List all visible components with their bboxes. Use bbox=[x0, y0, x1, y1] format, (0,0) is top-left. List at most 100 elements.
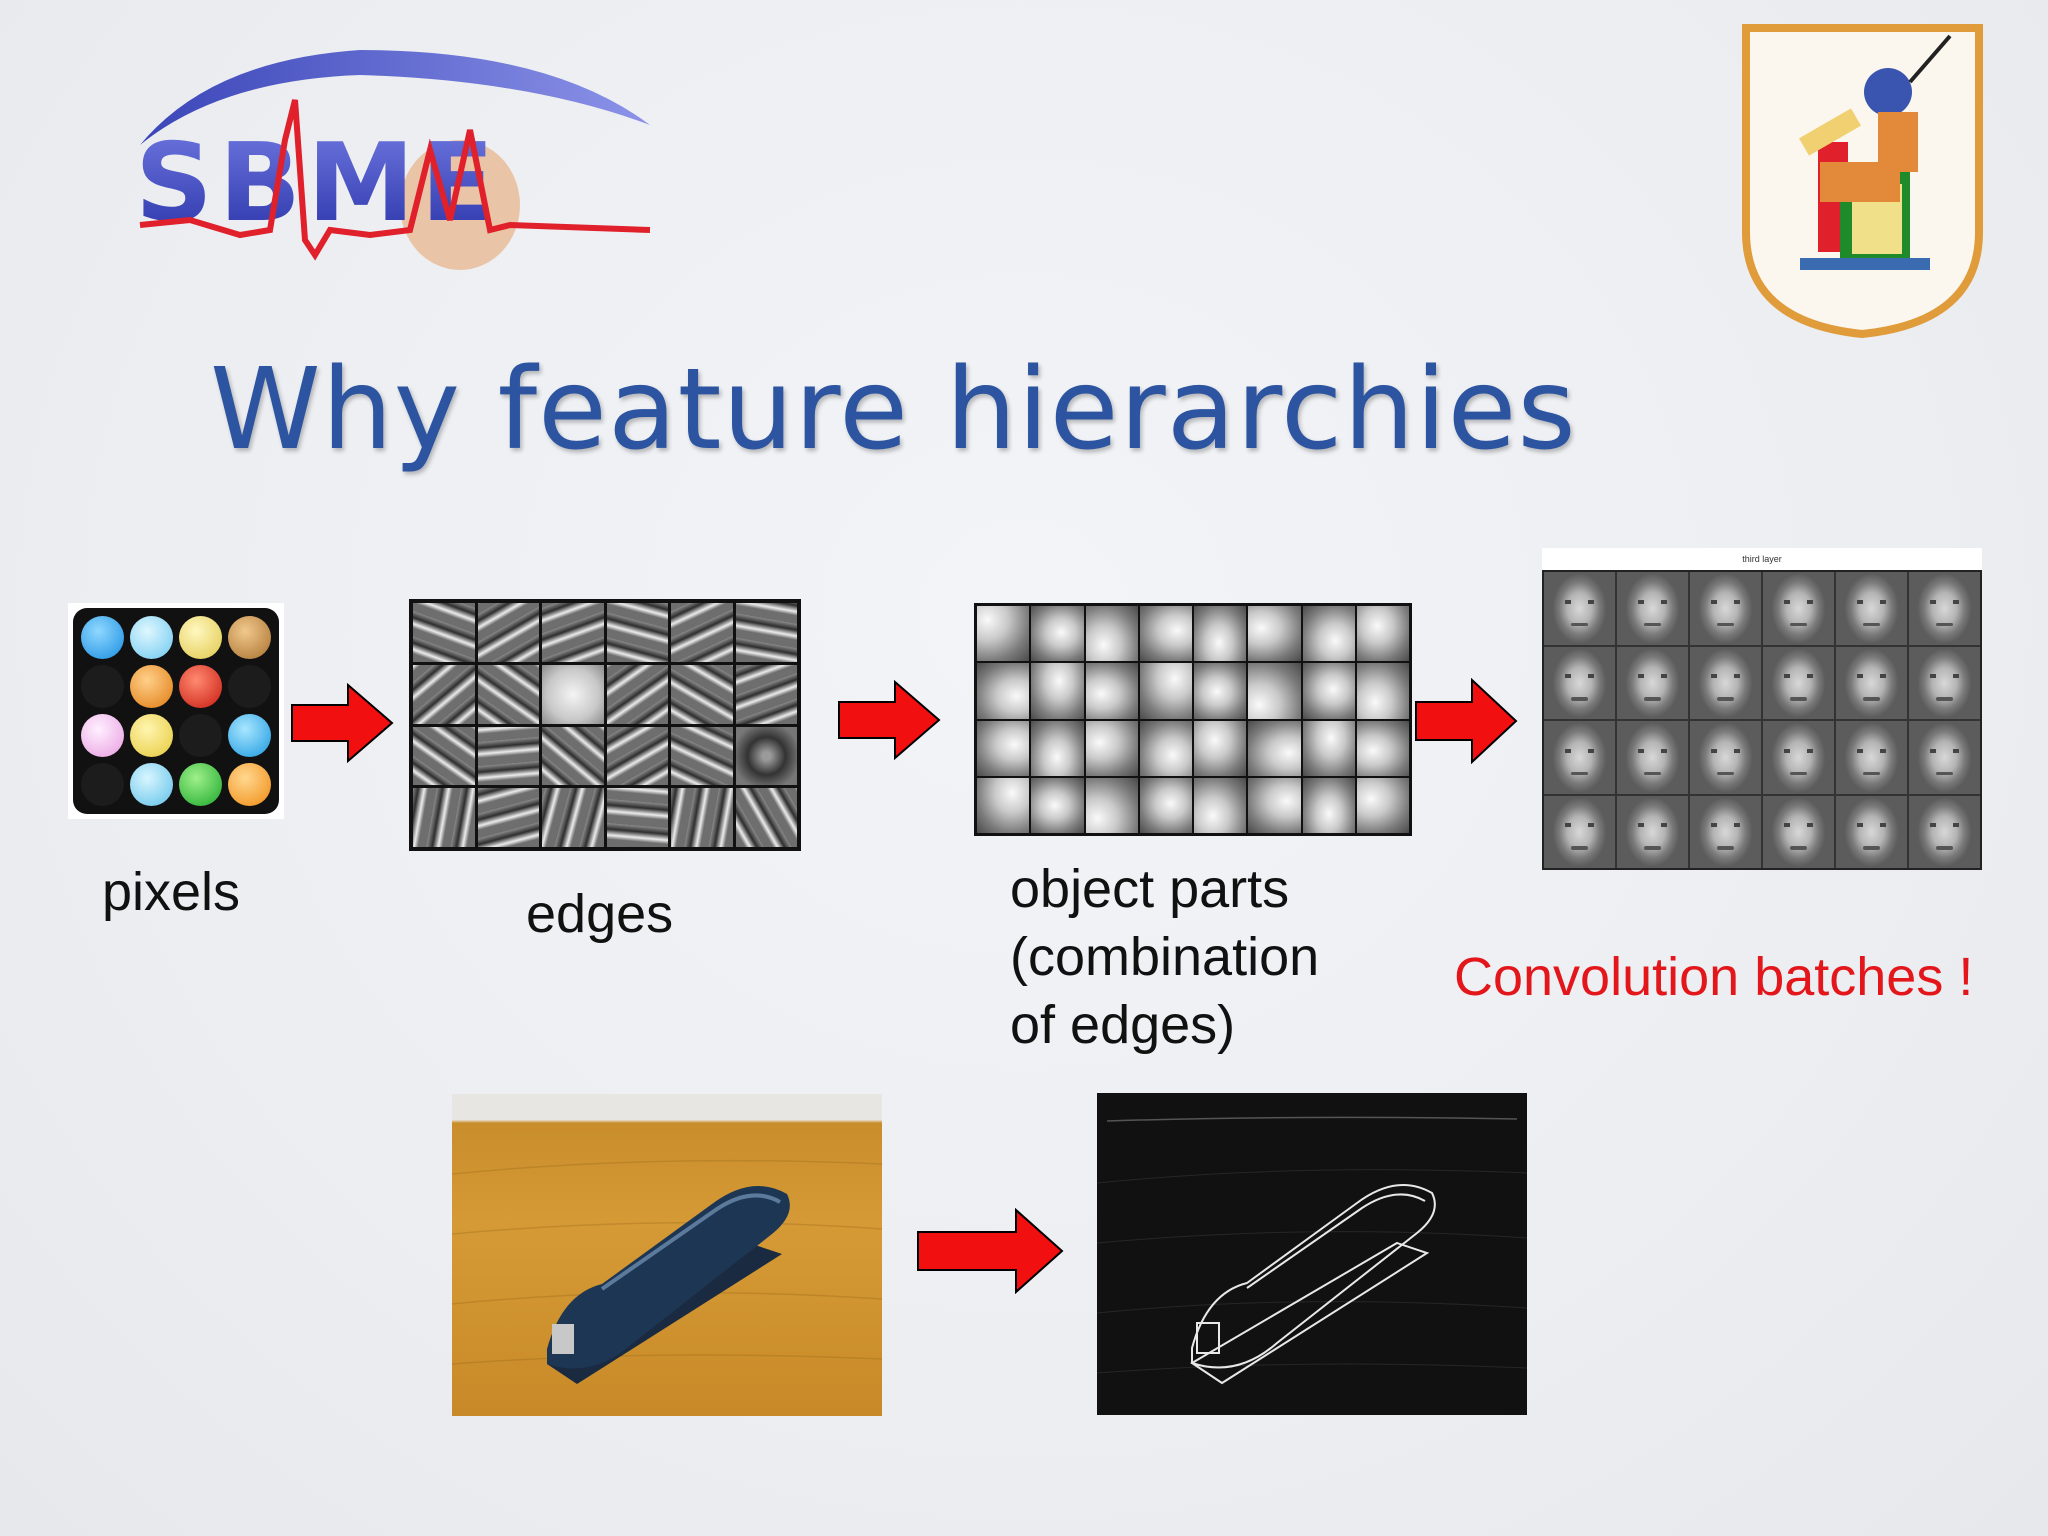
object-part-tile bbox=[977, 720, 1030, 776]
object-parts-line1: object parts bbox=[1010, 859, 1290, 919]
edge-filter-tile bbox=[735, 726, 797, 786]
arrow-right-icon bbox=[837, 679, 942, 761]
face-feature-tile bbox=[1836, 646, 1907, 719]
faces-header: third layer bbox=[1742, 554, 1782, 564]
pixels-caption: pixels bbox=[102, 862, 241, 922]
edge-filter-tile bbox=[413, 726, 475, 786]
face-feature-tile bbox=[1763, 572, 1834, 645]
object-part-tile bbox=[1248, 720, 1301, 776]
object-part-tile bbox=[977, 663, 1030, 719]
object-part-tile bbox=[1085, 606, 1138, 662]
stapler-photo bbox=[452, 1094, 882, 1416]
face-feature-tile bbox=[1763, 721, 1834, 794]
sbme-logo: SBME bbox=[130, 40, 660, 270]
edge-filter-tile bbox=[477, 603, 539, 662]
edge-filter-tile bbox=[671, 603, 733, 662]
object-part-tile bbox=[1356, 663, 1409, 719]
face-feature-tile bbox=[1690, 721, 1761, 794]
edge-filter-tile bbox=[606, 603, 668, 662]
face-feature-tile bbox=[1836, 721, 1907, 794]
edge-filter-tile bbox=[606, 788, 668, 847]
object-part-tile bbox=[1031, 663, 1084, 719]
object-part-tile bbox=[1302, 777, 1355, 833]
edge-filter-tile bbox=[413, 788, 475, 847]
object-part-tile bbox=[1356, 606, 1409, 662]
face-feature-tile bbox=[1544, 646, 1615, 719]
object-part-tile bbox=[1139, 720, 1192, 776]
edge-filter-tile bbox=[671, 664, 733, 724]
object-part-tile bbox=[1302, 606, 1355, 662]
pixels-image bbox=[68, 603, 284, 819]
face-feature-tile bbox=[1617, 572, 1688, 645]
object-part-tile bbox=[1302, 663, 1355, 719]
face-feature-tile bbox=[1909, 572, 1980, 645]
face-feature-tile bbox=[1836, 572, 1907, 645]
edge-filter-tile bbox=[542, 788, 604, 847]
face-feature-tile bbox=[1763, 646, 1834, 719]
object-part-tile bbox=[1139, 777, 1192, 833]
stapler-edges-photo bbox=[1097, 1093, 1527, 1415]
edge-filter-tile bbox=[671, 788, 733, 847]
face-feature-tile bbox=[1763, 795, 1834, 868]
object-part-tile bbox=[1085, 720, 1138, 776]
edge-filter-tile bbox=[735, 788, 797, 847]
object-part-tile bbox=[1139, 606, 1192, 662]
face-feature-tile bbox=[1690, 795, 1761, 868]
object-part-tile bbox=[1248, 606, 1301, 662]
object-part-tile bbox=[1085, 777, 1138, 833]
edge-filter-tile bbox=[542, 726, 604, 786]
object-parts-line2: (combination bbox=[1010, 927, 1320, 987]
edges-caption: edges bbox=[526, 884, 674, 944]
object-part-tile bbox=[1031, 777, 1084, 833]
face-feature-tile bbox=[1909, 721, 1980, 794]
object-part-tile bbox=[1248, 777, 1301, 833]
edge-filter-tile bbox=[542, 603, 604, 662]
object-parts-image bbox=[974, 603, 1412, 836]
face-feature-tile bbox=[1690, 572, 1761, 645]
slide-title: Why feature hierarchies bbox=[210, 345, 1577, 475]
convolution-note: Convolution batches ! bbox=[1454, 947, 1974, 1007]
face-feature-tile bbox=[1544, 795, 1615, 868]
object-part-tile bbox=[1031, 606, 1084, 662]
face-features-image: third layer bbox=[1542, 548, 1982, 870]
edge-filter-tile bbox=[671, 726, 733, 786]
edge-filter-tile bbox=[477, 788, 539, 847]
object-part-tile bbox=[1194, 720, 1247, 776]
university-emblem bbox=[1740, 22, 1985, 340]
face-feature-tile bbox=[1909, 646, 1980, 719]
object-part-tile bbox=[1085, 663, 1138, 719]
logo-text: SBME bbox=[135, 121, 500, 246]
edges-filters-image bbox=[409, 599, 801, 851]
edge-filter-tile bbox=[413, 603, 475, 662]
edge-filter-tile bbox=[606, 726, 668, 786]
arrow-right-icon bbox=[916, 1207, 1064, 1295]
object-part-tile bbox=[1302, 720, 1355, 776]
object-part-tile bbox=[977, 777, 1030, 833]
face-feature-tile bbox=[1544, 572, 1615, 645]
object-part-tile bbox=[1194, 777, 1247, 833]
object-parts-caption: object parts (combination of edges) bbox=[1010, 855, 1319, 1059]
object-part-tile bbox=[1356, 720, 1409, 776]
face-feature-tile bbox=[1617, 646, 1688, 719]
object-part-tile bbox=[1031, 720, 1084, 776]
object-part-tile bbox=[1248, 663, 1301, 719]
face-feature-tile bbox=[1909, 795, 1980, 868]
arrow-right-icon bbox=[1414, 677, 1519, 765]
face-feature-tile bbox=[1617, 721, 1688, 794]
object-part-tile bbox=[1194, 606, 1247, 662]
face-feature-tile bbox=[1617, 795, 1688, 868]
edge-filter-tile bbox=[542, 664, 604, 724]
edge-filter-tile bbox=[477, 664, 539, 724]
edge-filter-tile bbox=[413, 664, 475, 724]
edge-filter-tile bbox=[477, 726, 539, 786]
object-part-tile bbox=[1139, 663, 1192, 719]
object-part-tile bbox=[977, 606, 1030, 662]
edge-filter-tile bbox=[735, 664, 797, 724]
edge-filter-tile bbox=[606, 664, 668, 724]
object-parts-line3: of edges) bbox=[1010, 995, 1236, 1055]
face-feature-tile bbox=[1690, 646, 1761, 719]
object-part-tile bbox=[1194, 663, 1247, 719]
face-feature-tile bbox=[1544, 721, 1615, 794]
edge-filter-tile bbox=[735, 603, 797, 662]
arrow-right-icon bbox=[290, 682, 395, 764]
